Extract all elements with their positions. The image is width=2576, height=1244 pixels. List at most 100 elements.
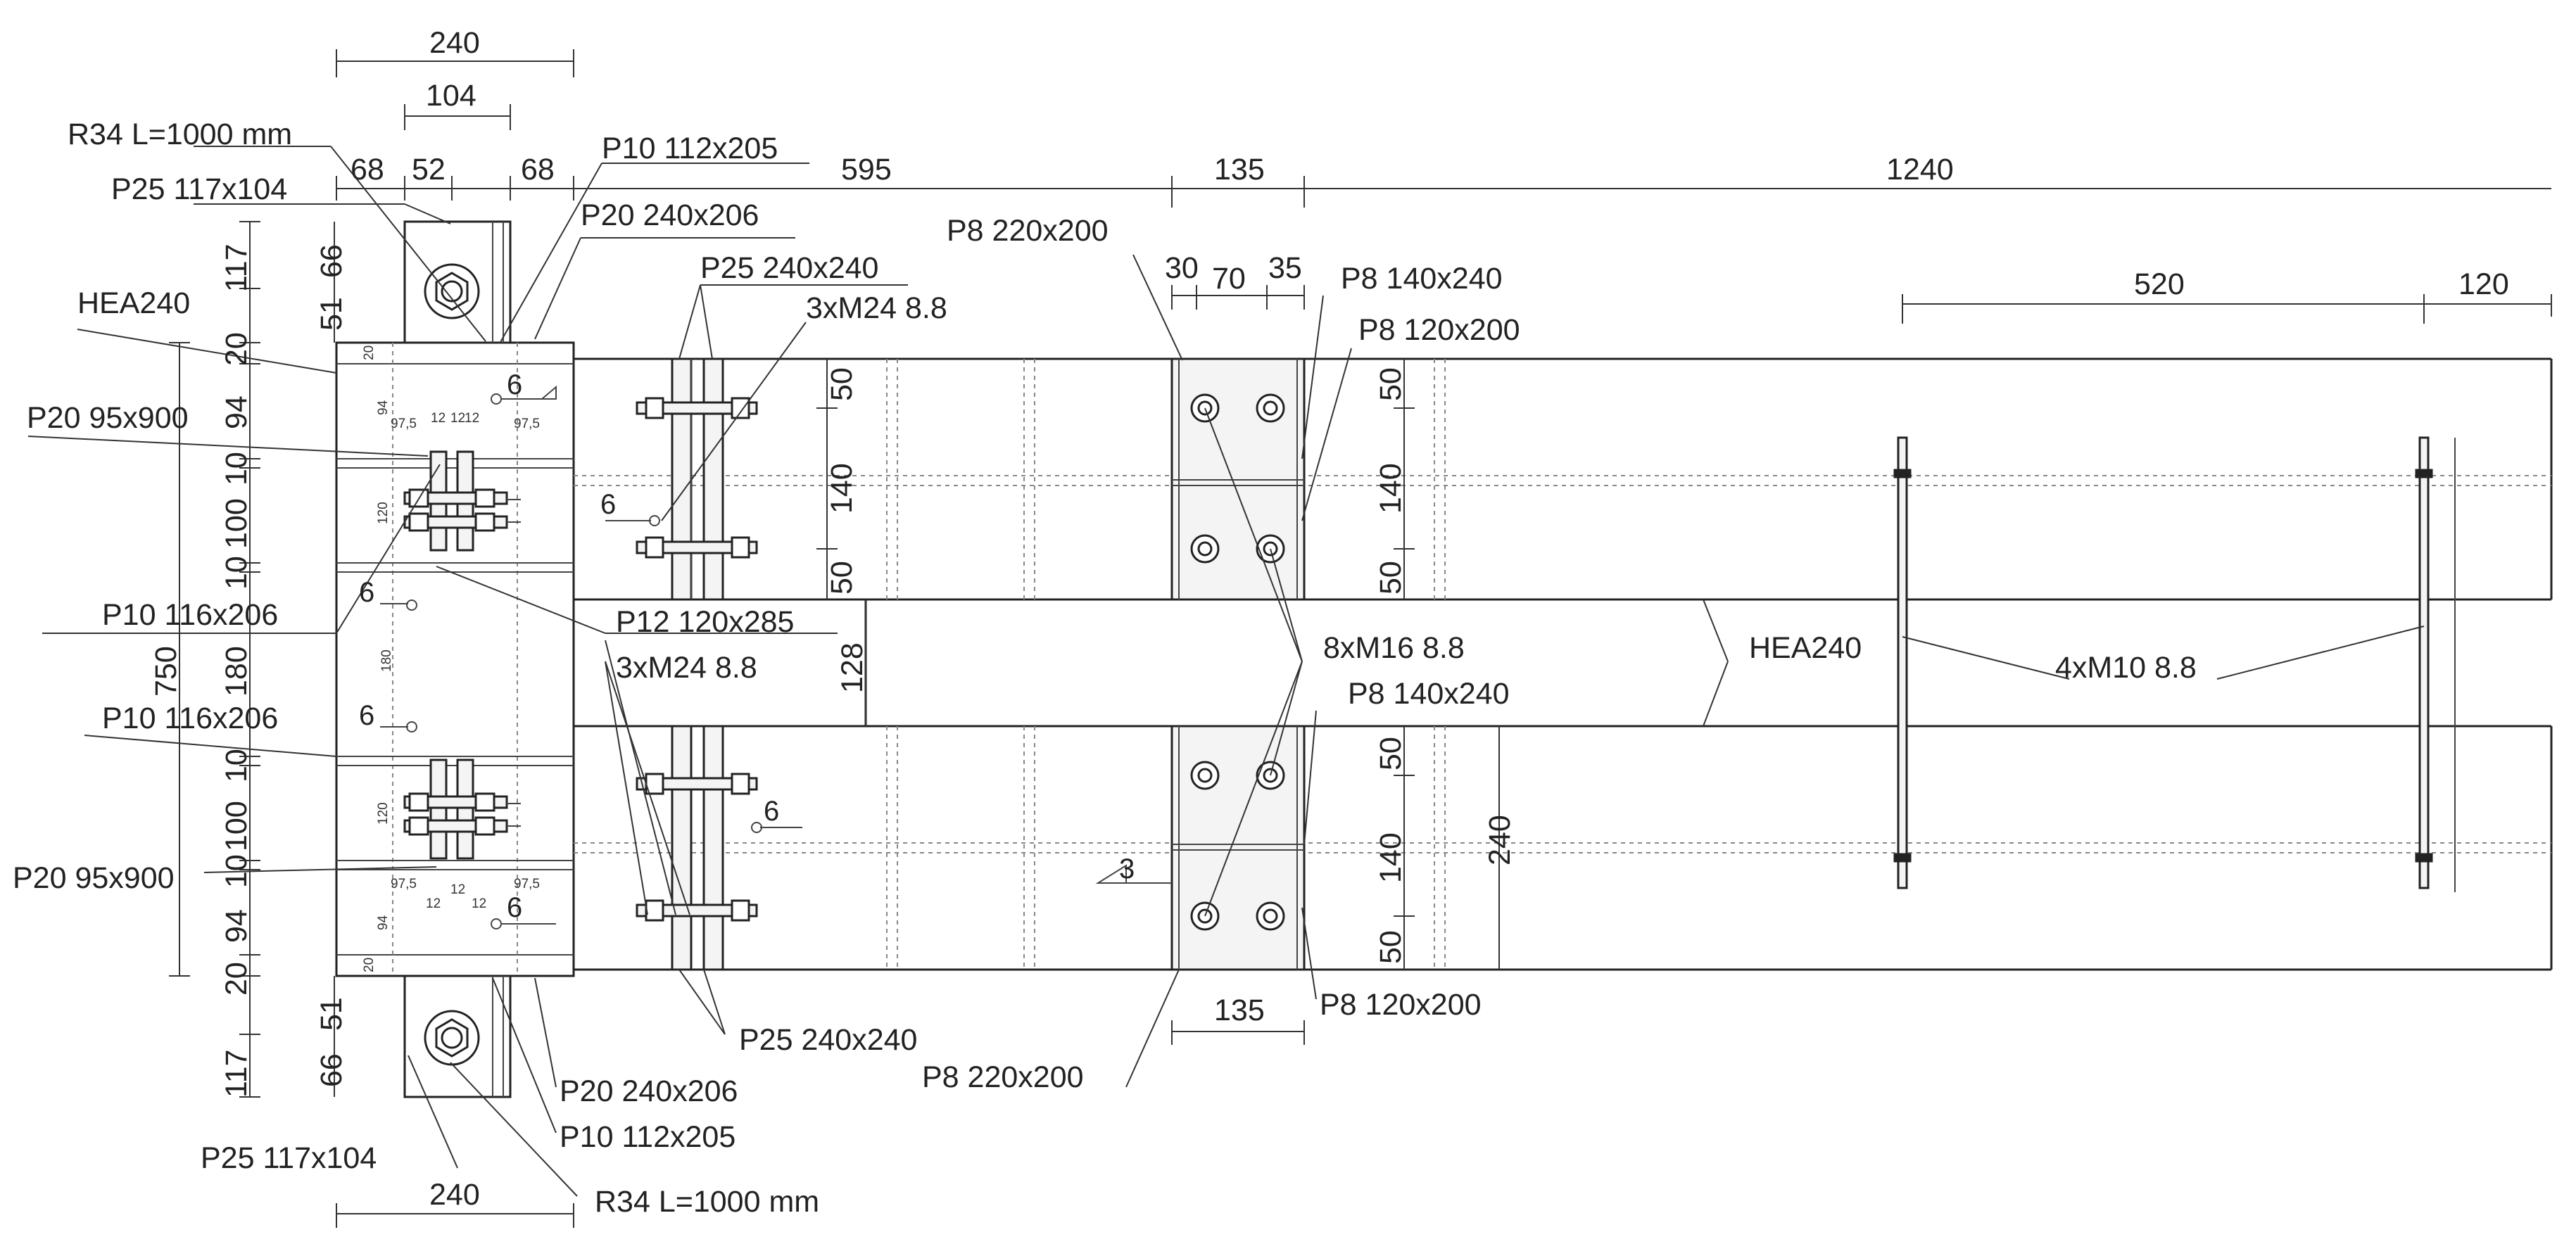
dim-20-bottom: 20 [220, 962, 253, 996]
dim-135-top: 135 [1214, 153, 1265, 186]
label-hea240-mid: HEA240 [1749, 631, 1862, 665]
small-180: 180 [379, 649, 394, 672]
threaded-rods [1893, 436, 2456, 892]
small-dimension-texts: 97,5 12 12 12 97,5 97,5 12 12 12 97,5 20… [362, 345, 540, 972]
dim-10-b: 10 [220, 556, 253, 590]
small-94-t: 94 [376, 400, 391, 415]
small-97-5-tr: 97,5 [514, 417, 540, 431]
dim-140-2: 140 [1374, 463, 1408, 514]
dim-140-1: 140 [825, 463, 859, 514]
small-20-b: 20 [362, 958, 377, 972]
dim-68-right: 68 [521, 153, 555, 186]
dim-240-top: 240 [429, 26, 480, 60]
label-p8-220-top: P8 220x200 [947, 214, 1109, 248]
label-p8-140-top: P8 140x240 [1341, 262, 1503, 296]
small-12-b1: 12 [426, 896, 441, 911]
label-p25-240-top: P25 240x240 [700, 251, 878, 285]
dim-750: 750 [149, 646, 183, 697]
label-p12-120: P12 120x285 [616, 605, 794, 639]
dim-10-a: 10 [220, 452, 253, 485]
dim-104: 104 [426, 79, 476, 113]
dim-66-bottom: 66 [315, 1053, 348, 1087]
label-p10-116-bot: P10 116x206 [102, 702, 278, 735]
dim-66-top: 66 [315, 244, 348, 278]
dim-94-bottom: 94 [220, 909, 253, 943]
leader-lines [27, 146, 2425, 1197]
weld-6-col-bot: 6 [359, 700, 374, 731]
dim-1240: 1240 [1886, 153, 1954, 186]
dim-50-4: 50 [1374, 561, 1408, 595]
dim-30: 30 [1165, 251, 1199, 285]
bottom-lug [403, 975, 512, 1098]
label-r34-top: R34 L=1000 mm [68, 118, 292, 151]
vertical-dimension-texts: 117 66 51 20 94 10 100 10 750 180 10 100… [149, 243, 1517, 1098]
weld-symbols [380, 385, 1172, 929]
label-p20-95-bot: P20 95x900 [13, 861, 175, 895]
weld-6-col-top: 6 [359, 577, 374, 608]
small-120-b: 120 [376, 802, 391, 825]
label-p25-117-top: P25 117x104 [111, 172, 287, 206]
small-12-t1: 12 [431, 411, 446, 426]
splice-lower [1170, 725, 1306, 971]
small-12-b3: 12 [472, 896, 486, 911]
dim-595: 595 [841, 153, 892, 186]
small-94-b: 94 [376, 915, 391, 930]
label-p25-117-bot: P25 117x104 [201, 1141, 377, 1175]
dim-51-top: 51 [315, 297, 348, 331]
dim-68-left: 68 [351, 153, 384, 186]
dim-10-d: 10 [220, 854, 253, 888]
dim-94-top: 94 [220, 395, 253, 429]
dim-180: 180 [220, 646, 253, 697]
weld-size-texts: 6 6 6 6 6 6 3 [359, 369, 1135, 923]
dim-128: 128 [835, 642, 869, 693]
dim-135-bottom: 135 [1214, 994, 1265, 1027]
weld-6-bottom: 6 [507, 892, 522, 923]
dim-117-top: 117 [220, 243, 253, 292]
label-p10-116-top: P10 116x206 [102, 598, 278, 632]
splice-upper [1170, 357, 1306, 601]
dim-50-2: 50 [825, 561, 859, 595]
weld-6-top: 6 [507, 369, 522, 400]
label-p20-95-top: P20 95x900 [27, 401, 189, 435]
label-p10-112-top: P10 112x205 [602, 132, 778, 165]
upper-beam [574, 357, 2553, 601]
dim-140-3: 140 [1374, 832, 1408, 883]
dim-70: 70 [1212, 262, 1246, 296]
dimension-texts: 240 104 68 52 68 595 135 1240 30 70 35 5… [351, 26, 2509, 1212]
end-plate-joint-upper [636, 357, 758, 601]
label-3m24-top: 3xM24 8.8 [806, 291, 947, 325]
column-bolt-group-lower [403, 759, 521, 860]
weld-6-right: 6 [764, 796, 779, 827]
dim-50-6: 50 [1374, 930, 1408, 964]
end-plate-joint-lower [636, 725, 758, 971]
label-hea240-left: HEA240 [77, 286, 190, 320]
small-97-5-tl: 97,5 [391, 417, 417, 431]
label-r34-bot: R34 L=1000 mm [595, 1185, 819, 1219]
label-4m10: 4xM10 8.8 [2055, 651, 2197, 685]
small-97-5-bl: 97,5 [391, 877, 417, 891]
label-p20-240-bot: P20 240x206 [560, 1074, 738, 1108]
top-lug [403, 220, 512, 344]
small-12-b2: 12 [450, 882, 465, 897]
lower-beam [574, 725, 2553, 971]
small-20-t: 20 [362, 345, 377, 360]
weld-6-mid-left: 6 [600, 489, 616, 520]
dim-240-right: 240 [1483, 815, 1517, 865]
dim-120: 120 [2458, 267, 2509, 301]
label-p10-112-bot: P10 112x205 [560, 1120, 735, 1154]
dim-50-1: 50 [825, 367, 859, 401]
weld-3: 3 [1119, 853, 1135, 884]
small-12-t3: 12 [465, 411, 479, 426]
column-bolt-group-upper [403, 450, 521, 552]
label-p8-120-bot: P8 120x200 [1320, 988, 1482, 1022]
label-8m16: 8xM16 8.8 [1323, 631, 1465, 665]
dim-100-b: 100 [220, 801, 253, 851]
label-3m24-mid: 3xM24 8.8 [616, 651, 757, 685]
dimension-lines [169, 49, 2552, 1228]
dim-117-bottom: 117 [220, 1049, 253, 1098]
dim-52: 52 [412, 153, 446, 186]
dim-50-5: 50 [1374, 737, 1408, 770]
dim-50-3: 50 [1374, 367, 1408, 401]
label-p8-140-bot: P8 140x240 [1348, 677, 1510, 711]
